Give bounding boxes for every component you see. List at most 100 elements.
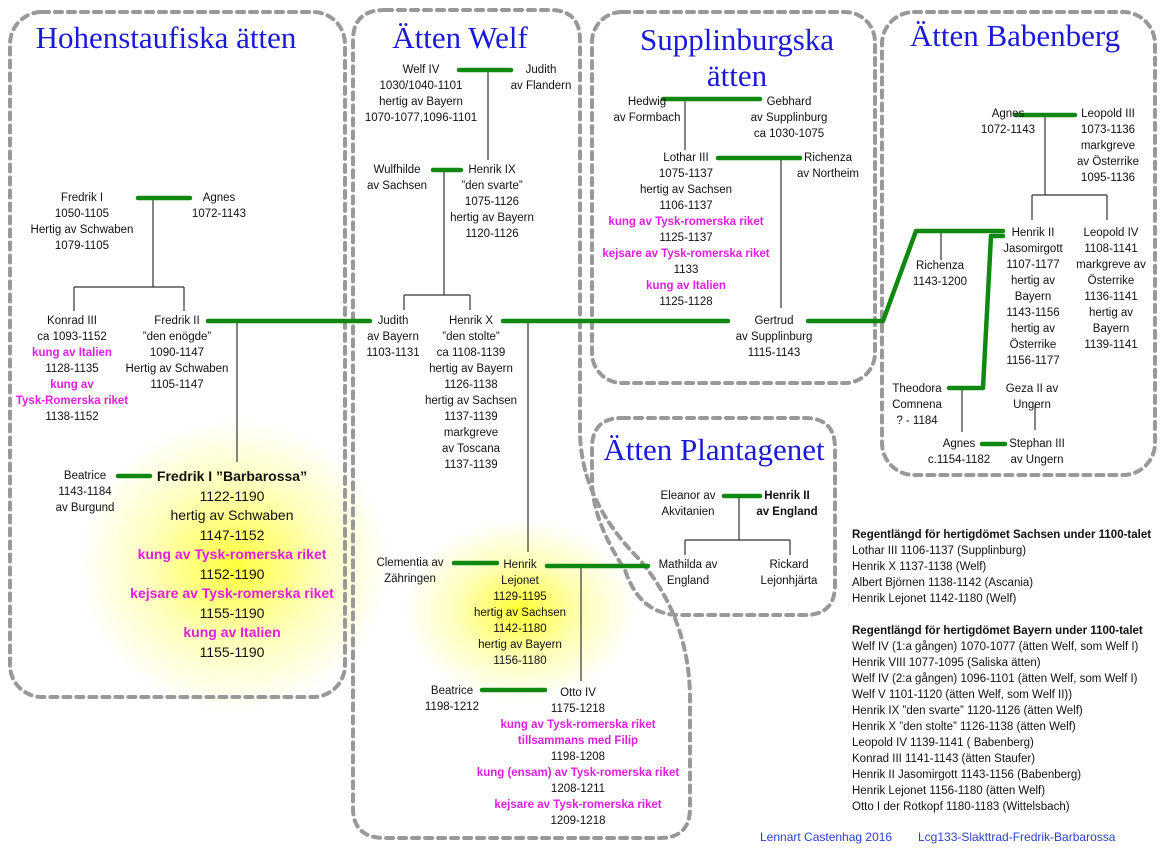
person-name: Eleanor av xyxy=(660,490,716,502)
person-detail: 1126-1138 xyxy=(444,379,498,391)
person-name: Rickard xyxy=(769,559,809,571)
person-name: Beatrice xyxy=(63,470,107,482)
reign-entry: Henrik IX ”den svarte” 1120-1126 (ätten … xyxy=(852,705,1083,717)
reign-entry: Henrik X ”den stolte” 1126-1138 (ätten W… xyxy=(852,721,1076,733)
person-title: kung av xyxy=(50,379,94,391)
person-name: Gebhard xyxy=(766,96,812,108)
person-name: Leopold IV xyxy=(1083,227,1139,239)
person-detail: hertig av Bayern xyxy=(478,639,562,651)
person-detail: 1050-1105 xyxy=(54,208,110,220)
person-detail: av Burgund xyxy=(55,502,115,514)
person-clementia: Clementia av Zähringen xyxy=(376,555,443,587)
reign-lists: Regentlängd för hertigdömet Sachsen unde… xyxy=(852,527,1151,815)
person-name: Beatrice xyxy=(430,685,474,697)
person-detail: Akvitanien xyxy=(661,506,715,518)
person-gertrud: Gertrud av Supplinburg 1115-1143 xyxy=(736,313,813,361)
person-detail: c.1154-1182 xyxy=(927,454,991,466)
person-detail: hertig av Sachsen xyxy=(424,395,518,407)
person-detail: 1030/1040-1101 xyxy=(379,80,463,92)
person-detail: 1155-1190 xyxy=(199,604,265,621)
person-detail: 1075-1137 xyxy=(658,168,714,180)
reign-entry: Leopold IV 1139-1141 ( Babenberg) xyxy=(852,737,1034,749)
person-detail: Österrike xyxy=(1009,339,1057,351)
reign-list-sachsen: Regentlängd för hertigdömet Sachsen unde… xyxy=(852,527,1151,607)
person-detail: 1137-1139 xyxy=(444,411,498,423)
person-detail: 1115-1143 xyxy=(747,347,801,359)
person-detail: Zähringen xyxy=(384,573,436,585)
frame-welf xyxy=(351,8,692,840)
person-detail: markgreve av xyxy=(1076,259,1146,271)
person-detail: av Supplinburg xyxy=(750,112,828,124)
person-name: Otto IV xyxy=(560,687,596,699)
person-name: Welf IV xyxy=(402,64,440,76)
title-supplinburg-line2: ätten xyxy=(706,58,768,93)
person-detail: av Ungern xyxy=(1010,454,1064,466)
person-name: Theodora xyxy=(892,383,942,395)
person-detail: av Österrike xyxy=(1077,156,1139,168)
person-detail: av Supplinburg xyxy=(735,331,813,343)
person-name: Geza II av xyxy=(1005,383,1059,395)
person-detail: 1143-1184 xyxy=(58,486,112,498)
reign-entry: Henrik II Jasomirgott 1143-1156 (Babenbe… xyxy=(852,769,1082,781)
person-detail: hertig av Bayern xyxy=(429,363,513,375)
reign-entry: Albert Björnen 1138-1142 (Ascania) xyxy=(852,577,1034,589)
person-detail: Lejonhjärta xyxy=(760,575,818,587)
person-detail: 1120-1126 xyxy=(465,228,519,240)
person-name: Agnes xyxy=(991,108,1025,120)
person-detail: hertig av Bayern xyxy=(379,96,463,108)
person-name: Wulfhilde xyxy=(373,164,421,176)
person-name: Agnes xyxy=(202,192,236,204)
person-detail: 1105-1147 xyxy=(150,379,204,391)
person-detail: ”den svarte” xyxy=(461,180,523,192)
person-detail: 1143-1156 xyxy=(1006,307,1060,319)
person-detail: 1147-1152 xyxy=(199,526,265,543)
frame-babenberg xyxy=(880,10,1157,477)
reign-entry: Welf IV (2:a gången) 1096-1101 (ätten We… xyxy=(852,673,1138,685)
person-detail: 1079-1105 xyxy=(54,240,110,252)
person-detail: 1143-1200 xyxy=(912,276,968,288)
person-detail: av Flandern xyxy=(510,80,572,92)
person-title: kejsare av Tysk-romerska riket xyxy=(130,585,334,601)
person-detail: 1156-1177 xyxy=(1006,355,1060,367)
person-detail: hertig av xyxy=(1088,307,1134,319)
person-name: Clementia av xyxy=(376,557,444,569)
person-name: Hedwig xyxy=(627,96,667,108)
person-detail: hertig av Bayern xyxy=(450,212,534,224)
reign-heading: Regentlängd för hertigdömet Bayern under… xyxy=(852,625,1143,637)
person-detail: 1138-1152 xyxy=(45,411,99,423)
person-title: kejsare av Tysk-romerska riket xyxy=(602,248,770,260)
person-detail: 1103-1131 xyxy=(366,347,420,359)
person-title: kejsare av Tysk-romerska riket xyxy=(494,799,662,811)
person-name: Henrik II xyxy=(764,490,810,502)
person-detail: 1107-1177 xyxy=(1006,259,1060,271)
person-name: Gertrud xyxy=(754,315,794,327)
person-title: tillsammans med Filip xyxy=(517,735,639,747)
person-detail: hertig av xyxy=(1010,323,1056,335)
person-detail: ? - 1184 xyxy=(896,415,938,427)
reign-entry: Henrik Lejonet 1156-1180 (ätten Welf) xyxy=(852,785,1046,797)
person-detail: hertig av Sachsen xyxy=(473,607,567,619)
person-name: Agnes xyxy=(942,438,976,450)
person-detail: av Formbach xyxy=(613,112,681,124)
person-detail: 1075-1126 xyxy=(464,196,520,208)
person-detail: av Northeim xyxy=(797,168,859,180)
person-name: Judith xyxy=(377,315,409,327)
person-detail: Lejonet xyxy=(501,575,539,587)
person-detail: 1125-1128 xyxy=(659,296,713,308)
title-hohenstaufen: Hohenstaufiska ätten xyxy=(35,20,297,55)
person-detail: Ungern xyxy=(1013,399,1051,411)
person-detail: av England xyxy=(756,506,818,518)
person-beatrice1: Beatrice 1143-1184 av Burgund xyxy=(56,468,115,516)
person-detail: 1155-1190 xyxy=(199,643,265,660)
reign-entry: Konrad III 1141-1143 (ätten Staufer) xyxy=(852,753,1036,765)
person-detail: Bayern xyxy=(1014,291,1052,303)
